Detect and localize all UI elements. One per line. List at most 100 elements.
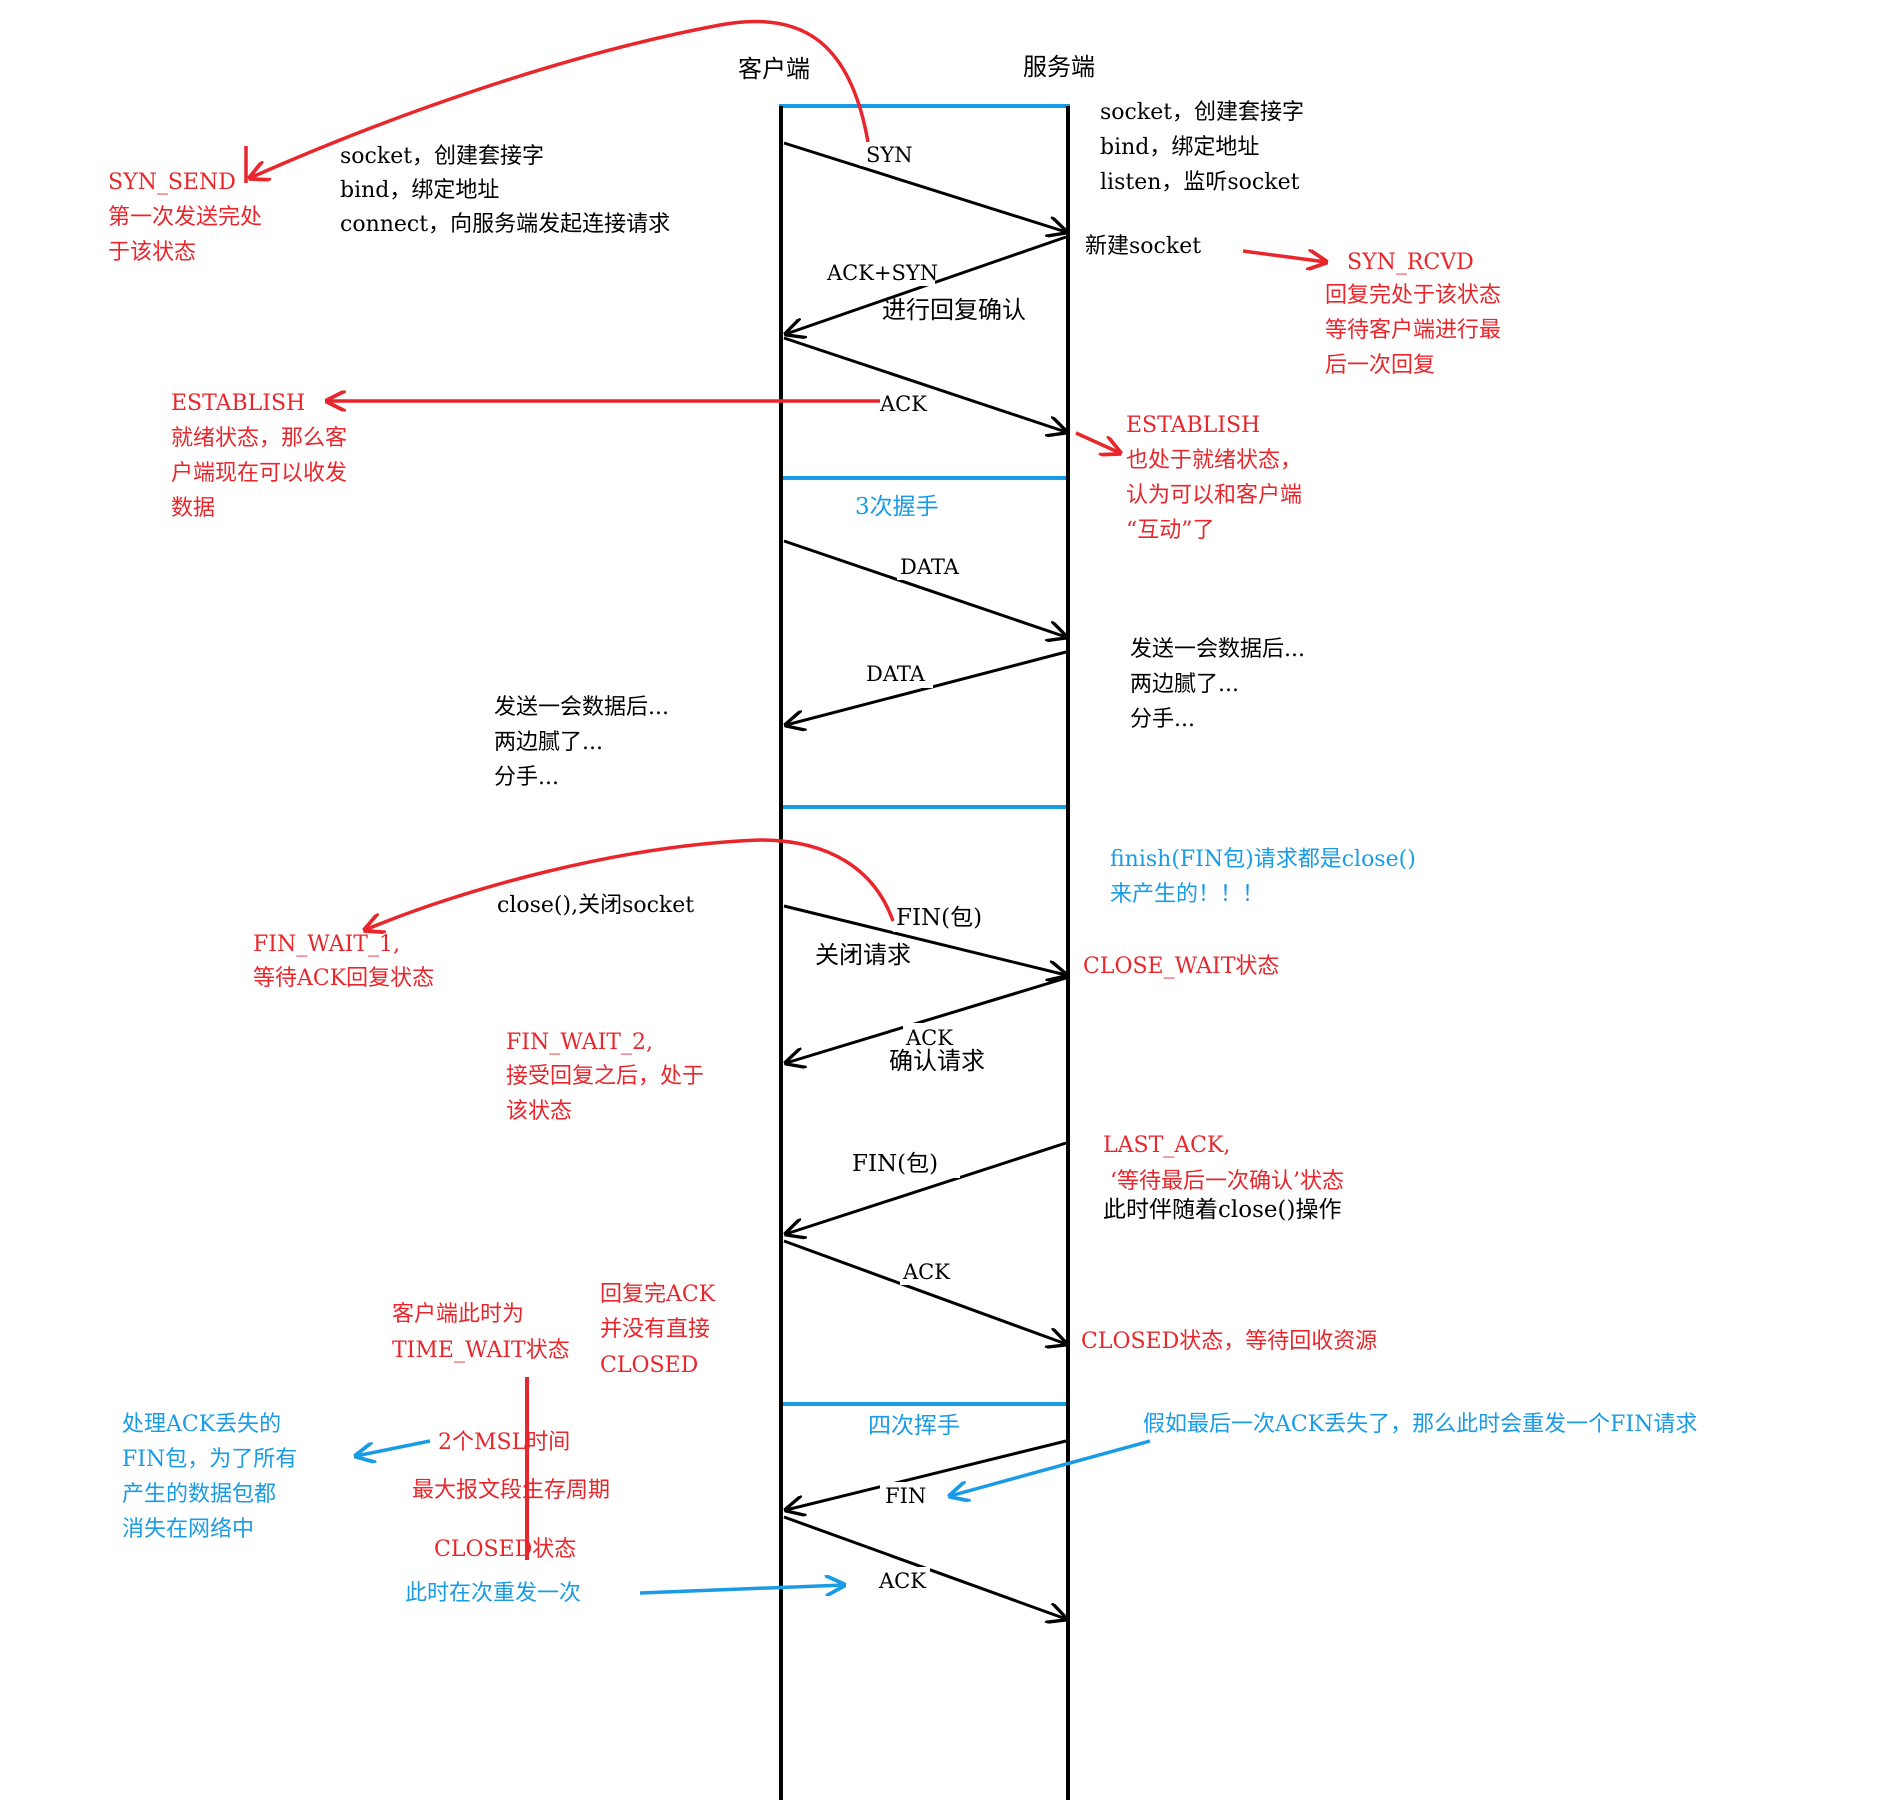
fin2-label: FIN(包) (852, 1151, 938, 1177)
msl-label: 2个MSL时间 (438, 1430, 570, 1455)
svg-text:处理ACK丢失的: 处理ACK丢失的 (122, 1412, 281, 1437)
reply-ack-state: 回复完ACK 并没有直接 CLOSED (600, 1282, 716, 1378)
ack-resend-label: ACK (878, 1569, 926, 1593)
establish-server-pointer (1075, 431, 1120, 453)
resend-again-pointer (639, 1585, 844, 1593)
svg-text:客户端此时为: 客户端此时为 (392, 1302, 524, 1327)
fin-wait-2-state: FIN_WAIT_2, 接受回复之后，处于 该状态 (506, 1030, 704, 1124)
svg-text:也处于就绪状态，: 也处于就绪状态， (1126, 448, 1302, 473)
svg-text:FIN_WAIT_1,: FIN_WAIT_1, (253, 932, 400, 957)
syn-arrow (783, 141, 1066, 232)
syn-label: SYN (866, 143, 913, 167)
resend-fin-note: 假如最后一次ACK丢失了，那么此时会重发一个FIN请求 (1143, 1412, 1697, 1437)
close-request-note: 关闭请求 (815, 941, 911, 969)
last-ack-close-note: 此时伴随着close()操作 (1103, 1197, 1341, 1223)
fin2-arrow (786, 1141, 1067, 1234)
fin-wait-1-pointer (365, 838, 895, 930)
svg-text:SYN_RCVD: SYN_RCVD (1347, 250, 1474, 275)
closed-client-state: CLOSED状态 (434, 1537, 576, 1562)
wave-box (779, 805, 1070, 1406)
ack1-label: ACK (879, 392, 927, 416)
syn-send-pointer (250, 19, 870, 178)
svg-text:“互动”了: “互动”了 (1126, 518, 1215, 543)
resend-fin-pointer (950, 1439, 1151, 1496)
server-setup-note: socket，创建套接字 bind，绑定地址 listen，监听socket (1100, 100, 1304, 195)
wave-label: 四次挥手 (868, 1413, 960, 1439)
resend-again-note: 此时在次重发一次 (405, 1581, 581, 1606)
establish-client-state: ESTABLISH 就绪状态，那么客 户端现在可以收发 数据 (171, 391, 347, 521)
syn-send-state: SYN_SEND 第一次发送完处 于该状态 (108, 170, 262, 265)
svg-text:该状态: 该状态 (506, 1099, 572, 1124)
ack-lost-note: 处理ACK丢失的 FIN包，为了所有 产生的数据包都 消失在网络中 (122, 1412, 297, 1542)
last-ack-state: LAST_ACK, ‘等待最后一次确认’状态 (1103, 1133, 1344, 1194)
svg-text:接受回复之后，处于: 接受回复之后，处于 (506, 1064, 704, 1089)
svg-text:消失在网络中: 消失在网络中 (122, 1517, 254, 1542)
svg-text:认为可以和客户端: 认为可以和客户端 (1126, 483, 1302, 508)
ack2-label: ACK (905, 1026, 953, 1050)
fin-resend-arrow (786, 1439, 1067, 1510)
new-socket-note: 新建socket (1085, 234, 1201, 259)
fin1-arrow (783, 904, 1066, 975)
svg-text:于该状态: 于该状态 (108, 240, 196, 265)
svg-text:bind，绑定地址: bind，绑定地址 (1100, 135, 1259, 160)
client-header: 客户端 (738, 55, 810, 83)
svg-text:SYN_SEND: SYN_SEND (108, 170, 236, 195)
ack3-arrow (783, 1239, 1066, 1344)
handshake-label: 3次握手 (855, 494, 939, 520)
data2-arrow (786, 650, 1067, 725)
close-wait-state: CLOSE_WAIT状态 (1083, 954, 1279, 979)
data1-label: DATA (900, 555, 960, 579)
data1-arrow (783, 539, 1066, 637)
svg-text:回复完ACK: 回复完ACK (600, 1282, 716, 1307)
syn-rcvd-pointer (1242, 251, 1326, 262)
fin-close-note: finish(FIN包)请求都是close() 来产生的！！！ (1110, 847, 1416, 907)
svg-text:LAST_ACK,: LAST_ACK, (1103, 1133, 1230, 1158)
handshake-box (779, 104, 1070, 480)
ack2-arrow (786, 976, 1067, 1063)
svg-text:listen，监听socket: listen，监听socket (1100, 170, 1300, 195)
msl-desc: 最大报文段生存周期 (412, 1478, 610, 1503)
data2-label: DATA (866, 662, 926, 686)
svg-text:后一次回复: 后一次回复 (1325, 353, 1435, 378)
svg-text:ESTABLISH: ESTABLISH (1126, 413, 1260, 438)
fin-resend-label: FIN (885, 1484, 926, 1508)
svg-text:发送一会数据后...: 发送一会数据后... (1130, 637, 1305, 662)
ack1-arrow (783, 336, 1066, 432)
svg-text:回复完处于该状态: 回复完处于该状态 (1325, 283, 1501, 308)
svg-text:FIN包，为了所有: FIN包，为了所有 (122, 1447, 297, 1472)
svg-text:两边腻了...: 两边腻了... (1130, 672, 1239, 697)
svg-text:bind，绑定地址: bind，绑定地址 (340, 178, 499, 203)
svg-text:户端现在可以收发: 户端现在可以收发 (171, 461, 347, 486)
svg-text:socket，创建套接字: socket，创建套接字 (340, 144, 544, 169)
svg-text:就绪状态，那么客: 就绪状态，那么客 (171, 426, 347, 451)
svg-text:FIN_WAIT_2,: FIN_WAIT_2, (506, 1030, 653, 1055)
svg-text:connect，向服务端发起连接请求: connect，向服务端发起连接请求 (340, 212, 670, 237)
syn-rcvd-state: SYN_RCVD 回复完处于该状态 等待客户端进行最 后一次回复 (1325, 250, 1501, 378)
data-server-note: 发送一会数据后... 两边腻了... 分手... (1130, 637, 1305, 732)
svg-text:‘等待最后一次确认’状态: ‘等待最后一次确认’状态 (1110, 1169, 1344, 1194)
svg-text:finish(FIN包)请求都是close(): finish(FIN包)请求都是close() (1110, 847, 1416, 872)
ack-syn-label: ACK+SYN (826, 261, 938, 285)
svg-text:等待客户端进行最: 等待客户端进行最 (1325, 318, 1501, 343)
svg-text:ESTABLISH: ESTABLISH (171, 391, 305, 416)
client-setup-note: socket，创建套接字 bind，绑定地址 connect，向服务端发起连接请… (340, 144, 670, 237)
svg-text:分手...: 分手... (494, 765, 559, 790)
fin-wait-1-state: FIN_WAIT_1, 等待ACK回复状态 (253, 932, 434, 991)
ack-lost-pointer (356, 1439, 431, 1456)
closed-server-state: CLOSED状态，等待回收资源 (1081, 1329, 1377, 1354)
svg-text:两边腻了...: 两边腻了... (494, 730, 603, 755)
svg-text:并没有直接: 并没有直接 (600, 1317, 710, 1342)
svg-text:TIME_WAIT状态: TIME_WAIT状态 (392, 1338, 570, 1363)
svg-text:来产生的！！！: 来产生的！！！ (1110, 882, 1264, 907)
svg-text:等待ACK回复状态: 等待ACK回复状态 (253, 966, 434, 991)
svg-text:第一次发送完处: 第一次发送完处 (108, 205, 262, 230)
svg-text:CLOSED: CLOSED (600, 1353, 698, 1378)
svg-text:产生的数据包都: 产生的数据包都 (122, 1482, 276, 1507)
reply-confirm-note: 进行回复确认 (882, 296, 1026, 324)
ack3-label: ACK (902, 1260, 950, 1284)
data-client-note: 发送一会数据后... 两边腻了... 分手... (494, 695, 669, 790)
confirm-request-note: 确认请求 (889, 1047, 985, 1075)
svg-text:分手...: 分手... (1130, 707, 1195, 732)
